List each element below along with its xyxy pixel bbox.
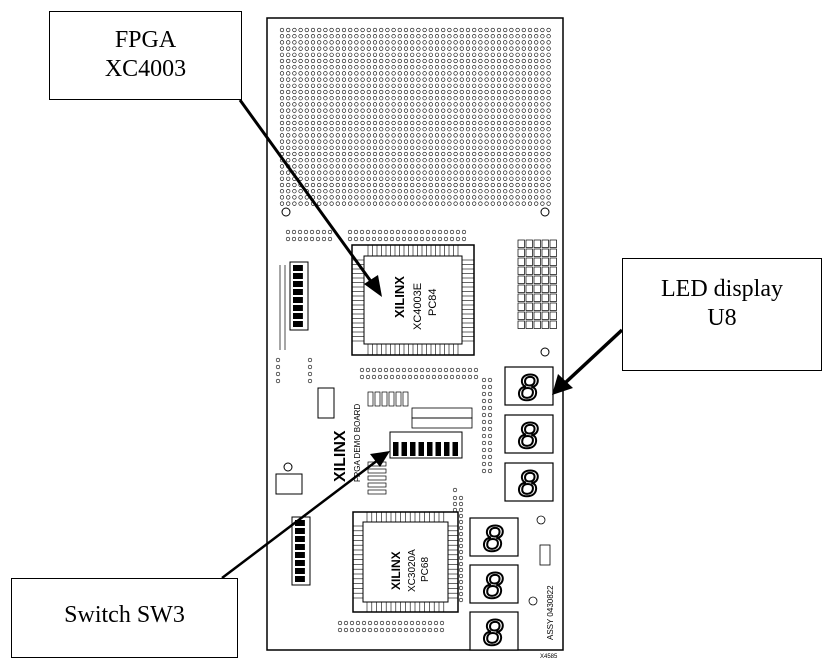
dip-switch-sw3: [389, 431, 463, 459]
config-chip-part: XC3020A: [407, 549, 418, 592]
seven-segment-displays-bottom: 8 8 8: [469, 517, 519, 654]
svg-text:8: 8: [483, 518, 503, 559]
mounting-hole: [281, 207, 291, 217]
dip-switch-bottom: [291, 516, 311, 586]
board-brand: XILINX: [332, 430, 349, 482]
svg-text:8: 8: [483, 565, 503, 606]
callout-led-display: LED display U8: [622, 258, 822, 371]
arrow-fpga: [238, 99, 382, 297]
callout-fpga-line1: FPGA: [114, 27, 177, 53]
mounting-hole: [283, 462, 293, 472]
callout-switch-sw3: Switch SW3: [11, 578, 238, 658]
callout-led-line1: LED display: [661, 276, 783, 302]
svg-text:8: 8: [483, 612, 503, 653]
seven-segment-displays-right: 8 8 8: [504, 366, 554, 505]
board-name: FPGA DEMO BOARD: [353, 404, 362, 482]
main-chip-brand: XILINX: [392, 276, 407, 318]
main-chip-part: XC4003E: [412, 283, 424, 330]
svg-text:8: 8: [518, 463, 538, 504]
pin-headers: [275, 229, 493, 633]
callout-fpga: FPGA XC4003: [49, 11, 242, 100]
prototyping-hole-grid: [279, 27, 551, 206]
arrow-led: [552, 328, 624, 395]
svg-text:8: 8: [518, 415, 538, 456]
callout-fpga-line2: XC4003: [104, 55, 187, 82]
misc-components: [275, 265, 551, 606]
config-chip: XILINX XC3020A PC68: [352, 511, 459, 613]
figure-id: X4585: [540, 654, 558, 660]
mounting-hole: [540, 347, 550, 357]
mounting-hole: [540, 207, 550, 217]
config-chip-brand: XILINX: [389, 551, 403, 590]
main-fpga-chip: XILINX XC4003E PC84: [351, 244, 475, 356]
callout-led-line2: U8: [707, 304, 737, 331]
main-chip-package: PC84: [427, 288, 439, 316]
dip-switch-left: [289, 261, 309, 331]
assy-label: ASSY 0430822: [546, 585, 555, 640]
led-bar-matrix: [517, 239, 557, 329]
arrow-switch: [221, 451, 390, 579]
svg-text:8: 8: [518, 367, 538, 408]
config-chip-package: PC68: [420, 557, 431, 582]
callout-switch-label: Switch SW3: [64, 602, 185, 628]
